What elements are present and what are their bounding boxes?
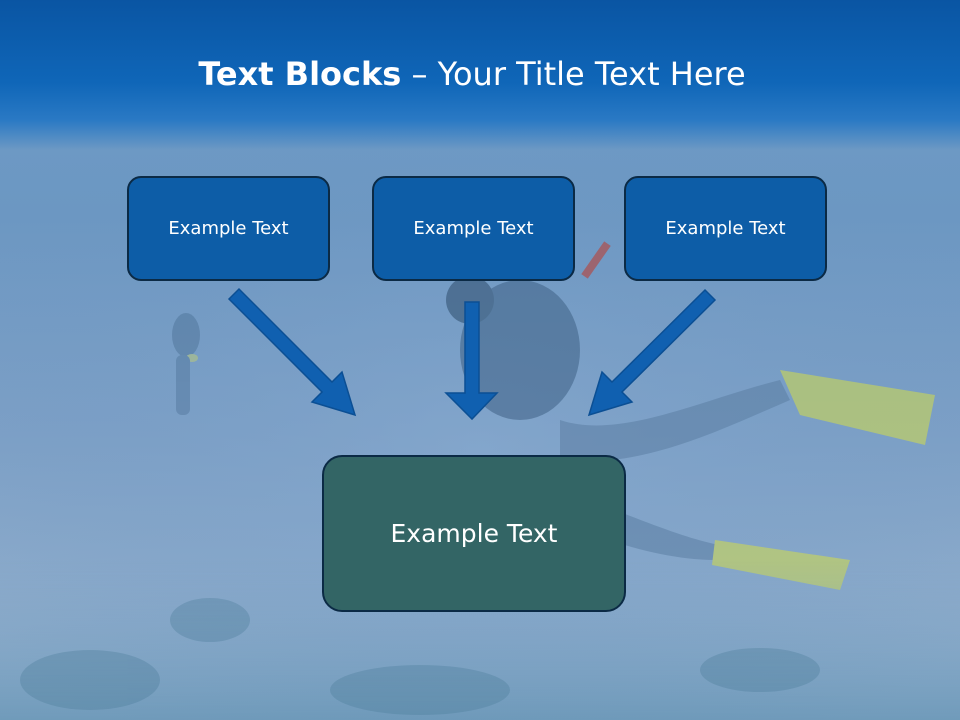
seabed-rocks-icon <box>20 598 820 715</box>
text-block-top-middle[interactable]: Example Text <box>372 176 575 281</box>
distant-diver-icon <box>172 313 200 415</box>
text-block-top-right-label: Example Text <box>665 218 786 239</box>
arrow-middle-icon <box>444 301 499 421</box>
text-block-top-left-label: Example Text <box>168 218 289 239</box>
text-block-center[interactable]: Example Text <box>322 455 626 612</box>
slide-title: Text Blocks – Your Title Text Here <box>0 52 944 96</box>
text-block-top-right[interactable]: Example Text <box>624 176 827 281</box>
title-bold-part: Text Blocks <box>198 55 402 93</box>
arrow-left-icon <box>227 287 357 417</box>
text-block-top-left[interactable]: Example Text <box>127 176 330 281</box>
title-dash: – <box>401 55 438 93</box>
text-block-top-middle-label: Example Text <box>413 218 534 239</box>
text-block-center-label: Example Text <box>390 519 558 548</box>
title-bar <box>0 0 960 150</box>
title-rest: Your Title Text Here <box>437 55 746 93</box>
arrow-right-icon <box>587 288 717 417</box>
